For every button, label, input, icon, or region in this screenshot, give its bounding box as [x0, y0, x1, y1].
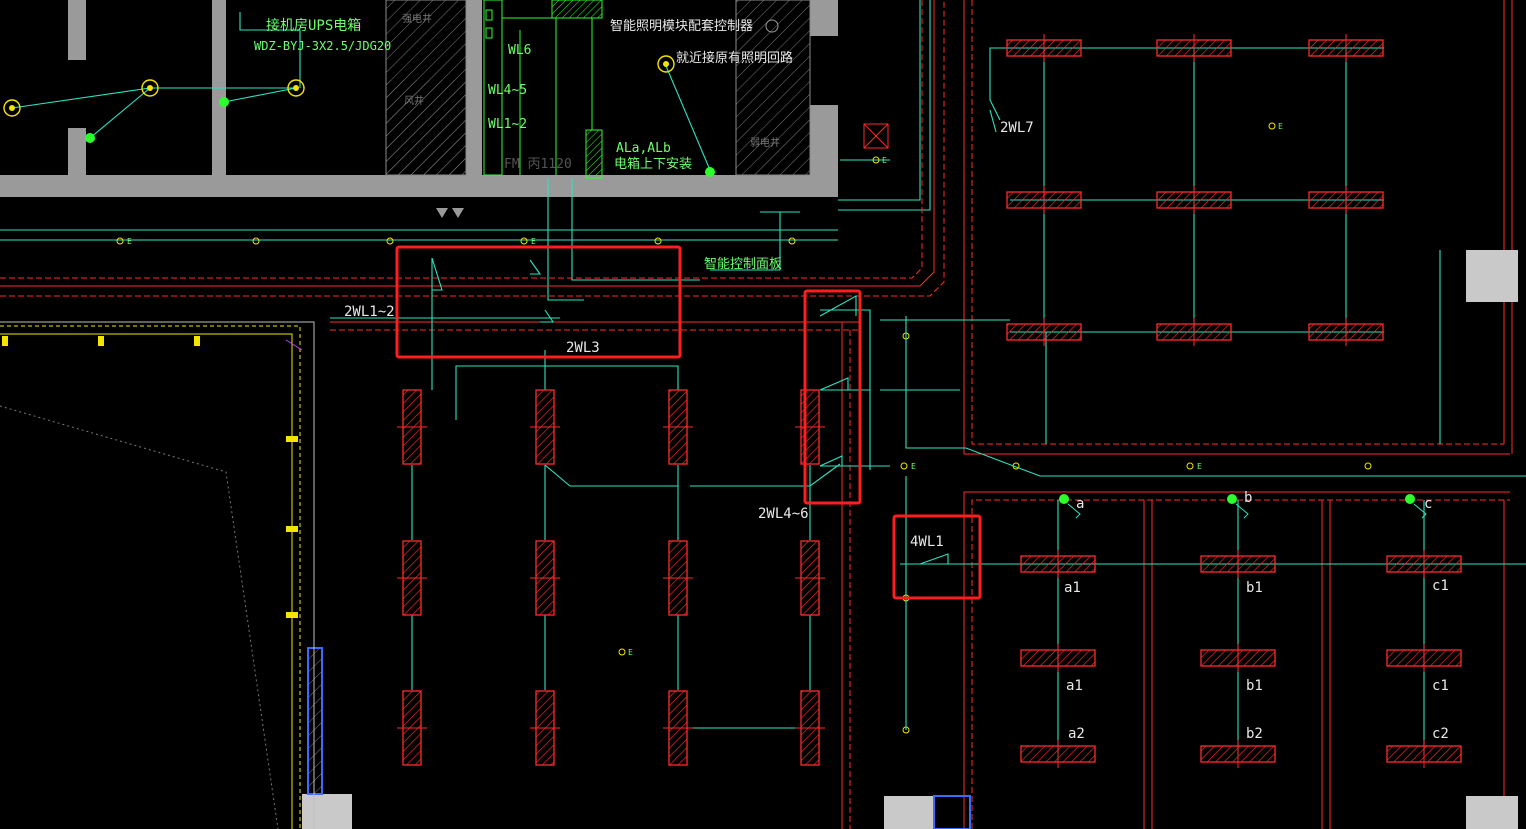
label-ala-alb: ALa,ALb: [616, 141, 671, 156]
label-smart-controller: 智能照明模块配套控制器: [610, 18, 753, 34]
zone-label-a1-r2: a1: [1066, 678, 1083, 694]
zone-label-b: b: [1244, 490, 1252, 506]
blue-side: [307, 647, 323, 795]
arrows: [431, 109, 997, 565]
upper-room-wiring: [989, 47, 1441, 444]
lower-right-rooms: [963, 491, 1510, 829]
label-wl6: WL6: [508, 43, 531, 58]
label-wl3: 2WL3: [566, 340, 600, 356]
label-wl4-6: 2WL4~6: [758, 506, 809, 522]
label-wl7: 2WL7: [1000, 120, 1034, 136]
label-shaft-fm: FM 丙1120: [504, 157, 572, 172]
zone-label-a1-r1: a1: [1064, 580, 1081, 596]
e-label-6: E: [1197, 462, 1202, 471]
blue-door: [933, 795, 971, 829]
green-box: [585, 129, 603, 179]
e-label-1: E: [127, 237, 132, 246]
e-label-3: E: [1278, 122, 1283, 131]
green-panel: [483, 0, 503, 176]
shaft-hatch-lower-left: [386, 80, 466, 175]
highlight-boxes: [395, 245, 982, 600]
label-nearby-circuit: 就近接原有照明回路: [676, 50, 793, 66]
lower-rooms-wiring: [1057, 500, 1425, 754]
zone-label-c1-r1: c1: [1432, 578, 1449, 594]
zone-label-b1-r1: b1: [1246, 580, 1263, 596]
upper-right-room: [963, 0, 1513, 455]
top-wiring: [0, 0, 931, 301]
columns: [302, 250, 1518, 829]
label-ups-cable: WDZ-BYJ-3X2.5/JDG20: [254, 39, 391, 53]
green-rails: [485, 9, 602, 175]
e-label-5: E: [911, 462, 916, 471]
text-labels: 接机房UPS电箱 WDZ-BYJ-3X2.5/JDG20 智能照明模块配套控制器…: [127, 12, 1449, 742]
e-label-7: E: [628, 648, 633, 657]
lamp-fixtures: [397, 34, 1462, 768]
zone-label-c1-r2: c1: [1432, 678, 1449, 694]
yellow-markers: [2, 336, 298, 618]
label-box-install: 电箱上下安装: [614, 156, 692, 172]
zone-label-a: a: [1076, 496, 1084, 512]
zone-label-c2: c2: [1432, 726, 1449, 742]
label-wl4-1: 4WL1: [910, 534, 944, 550]
zone-label-c: c: [1424, 496, 1432, 512]
label-shaft-left: 强电井: [402, 12, 432, 25]
label-wl1-2: WL1~2: [488, 117, 527, 132]
top-fixtures: [3, 19, 889, 218]
label-wl1-2b: 2WL1~2: [344, 304, 395, 320]
e-markers-top: [116, 122, 1372, 734]
zone-label-b2: b2: [1246, 726, 1263, 742]
zone-label-a2: a2: [1068, 726, 1085, 742]
zone-label-b1-r2: b1: [1246, 678, 1263, 694]
shaft-hatch-right: [735, 0, 811, 176]
green-panel-hatch: [551, 0, 603, 19]
e-label-4: E: [882, 156, 887, 165]
label-ups-box: 接机房UPS电箱: [266, 17, 361, 34]
left-room: [0, 321, 315, 829]
label-smart-panel: 智能控制面板: [704, 257, 782, 272]
e-label-2: E: [531, 237, 536, 246]
label-wl4-5: WL4~5: [488, 83, 527, 98]
corridor-walls: [0, 0, 945, 829]
switches: [1059, 494, 1427, 519]
label-shaft-left2: 风井: [404, 94, 424, 107]
label-shaft-right: 弱电井: [750, 136, 780, 149]
